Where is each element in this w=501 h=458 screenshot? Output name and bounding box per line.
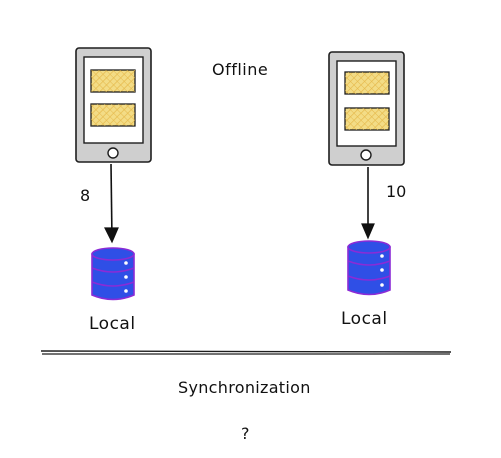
separator-line [40, 350, 452, 355]
left-arrow-down-icon [104, 163, 119, 244]
right-database-icon [347, 240, 391, 296]
offline-label: Offline [212, 60, 269, 79]
question-mark-label: ? [241, 424, 250, 443]
right-count-label: 10 [386, 182, 407, 201]
right-local-label: Local [341, 309, 388, 329]
synchronization-label: Synchronization [178, 378, 311, 397]
left-phone-device-icon [75, 47, 152, 163]
left-local-label: Local [89, 314, 136, 334]
left-count-label: 8 [80, 186, 91, 205]
left-database-icon [91, 247, 135, 301]
right-phone-device-icon [328, 51, 405, 166]
right-arrow-down-icon [361, 167, 375, 240]
